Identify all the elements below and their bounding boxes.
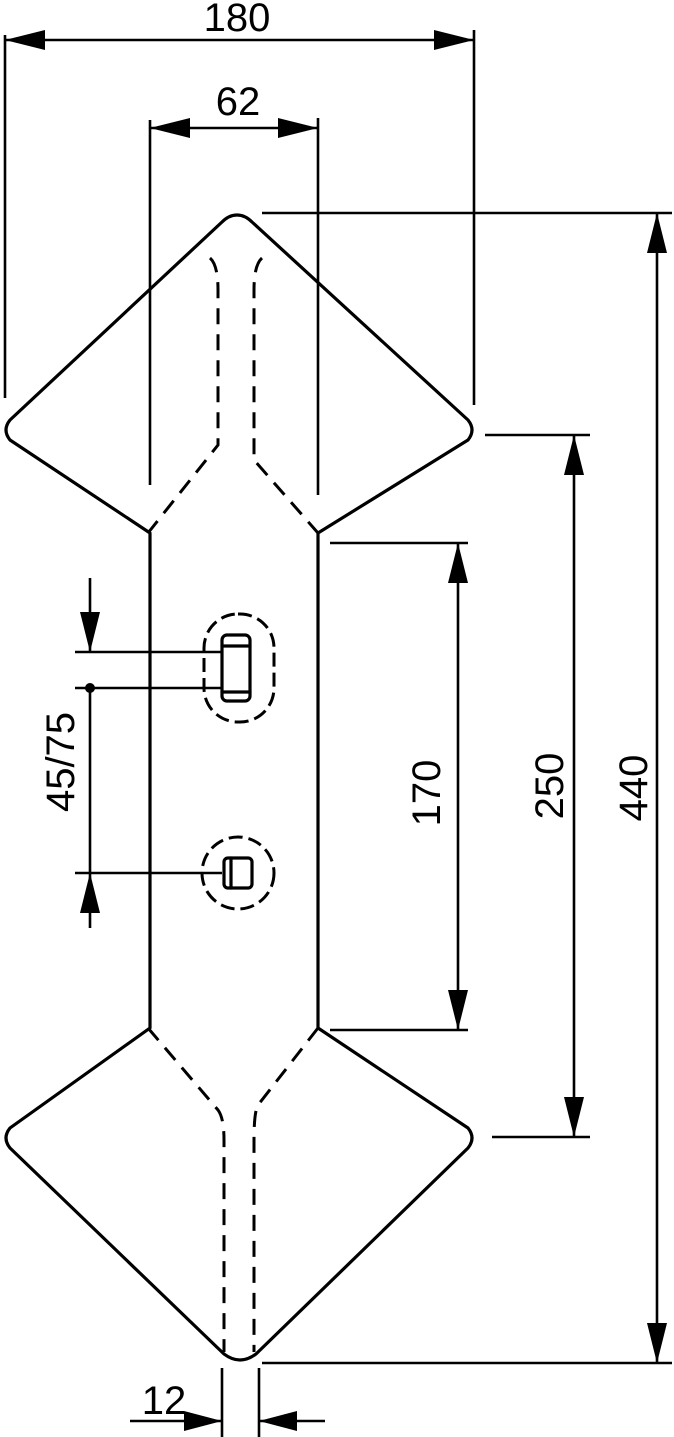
wing-spacing-label: 250	[528, 753, 572, 820]
overall-length-label: 440	[612, 755, 656, 822]
dimension-tip-width: 12	[130, 1368, 325, 1437]
dimension-overall-width: 180	[3, 0, 476, 405]
hole-spacing-label: 45/75	[39, 712, 83, 812]
neck-width-label: 62	[216, 80, 261, 124]
dimension-neck-length: 170	[330, 541, 468, 1032]
dimension-neck-width: 62	[148, 80, 320, 495]
share-outline	[4, 213, 474, 1362]
dimension-overall-length: 440	[262, 211, 672, 1365]
tip-width-label: 12	[142, 1379, 187, 1423]
overall-width-label: 180	[204, 0, 271, 40]
neck-length-label: 170	[405, 760, 449, 827]
dimension-hole-spacing: 45/75	[39, 578, 222, 928]
hidden-groove-bottom	[146, 1027, 320, 1352]
hidden-groove-top	[146, 256, 320, 534]
dimension-wing-spacing: 250	[485, 433, 590, 1139]
upper-slot-hole	[202, 612, 276, 724]
